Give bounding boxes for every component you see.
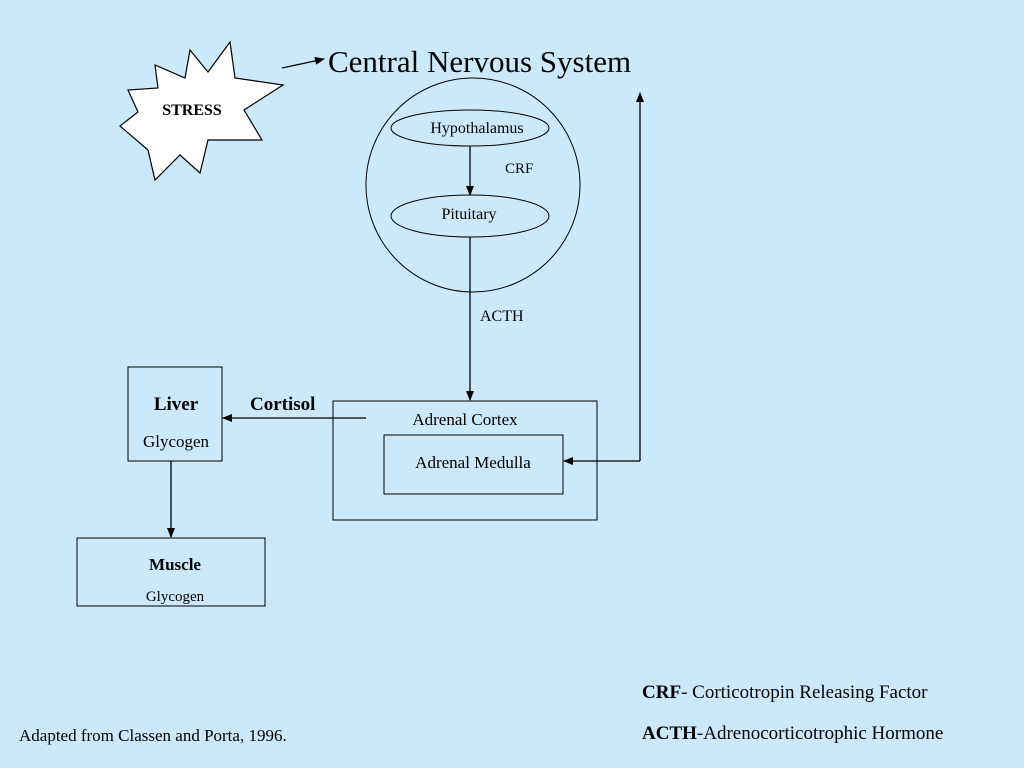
brain-circle <box>365 77 581 293</box>
liver-box <box>127 366 223 462</box>
adrenal-cortex-label: Adrenal Cortex <box>412 410 518 429</box>
adrenal-medulla-label: Adrenal Medulla <box>415 453 531 472</box>
muscle-title: Muscle <box>149 555 201 574</box>
muscle-sub: Glycogen <box>145 589 205 605</box>
muscle-box <box>76 537 266 607</box>
legend-crf-abbr: CRF <box>642 682 682 703</box>
legend-acth-text: -Adrenocorticotrophic Hormone <box>696 723 944 744</box>
liver-title: Liver <box>153 394 199 415</box>
stress-label: STRESS <box>162 102 222 119</box>
legend-crf-text: - Corticotropin Releasing Factor <box>681 682 928 703</box>
acth-label: ACTH <box>480 308 524 325</box>
crf-label: CRF <box>505 161 534 177</box>
liver-sub: Glycogen <box>142 432 210 451</box>
stress-to-cns-arrow <box>281 56 325 69</box>
hypothalamus-label: Hypothalamus <box>430 120 524 137</box>
cns-title: Central Nervous System <box>328 44 632 79</box>
stress-starburst <box>119 40 285 182</box>
legend-acth-abbr: ACTH <box>642 723 697 744</box>
citation: Adapted from Classen and Porta, 1996. <box>19 726 287 745</box>
cortisol-label: Cortisol <box>250 394 316 415</box>
legend-crf: CRF- Corticotropin Releasing Factor <box>642 683 927 702</box>
pituitary-label: Pituitary <box>441 206 497 223</box>
legend-acth: ACTH-Adrenocorticotrophic Hormone <box>642 724 943 743</box>
